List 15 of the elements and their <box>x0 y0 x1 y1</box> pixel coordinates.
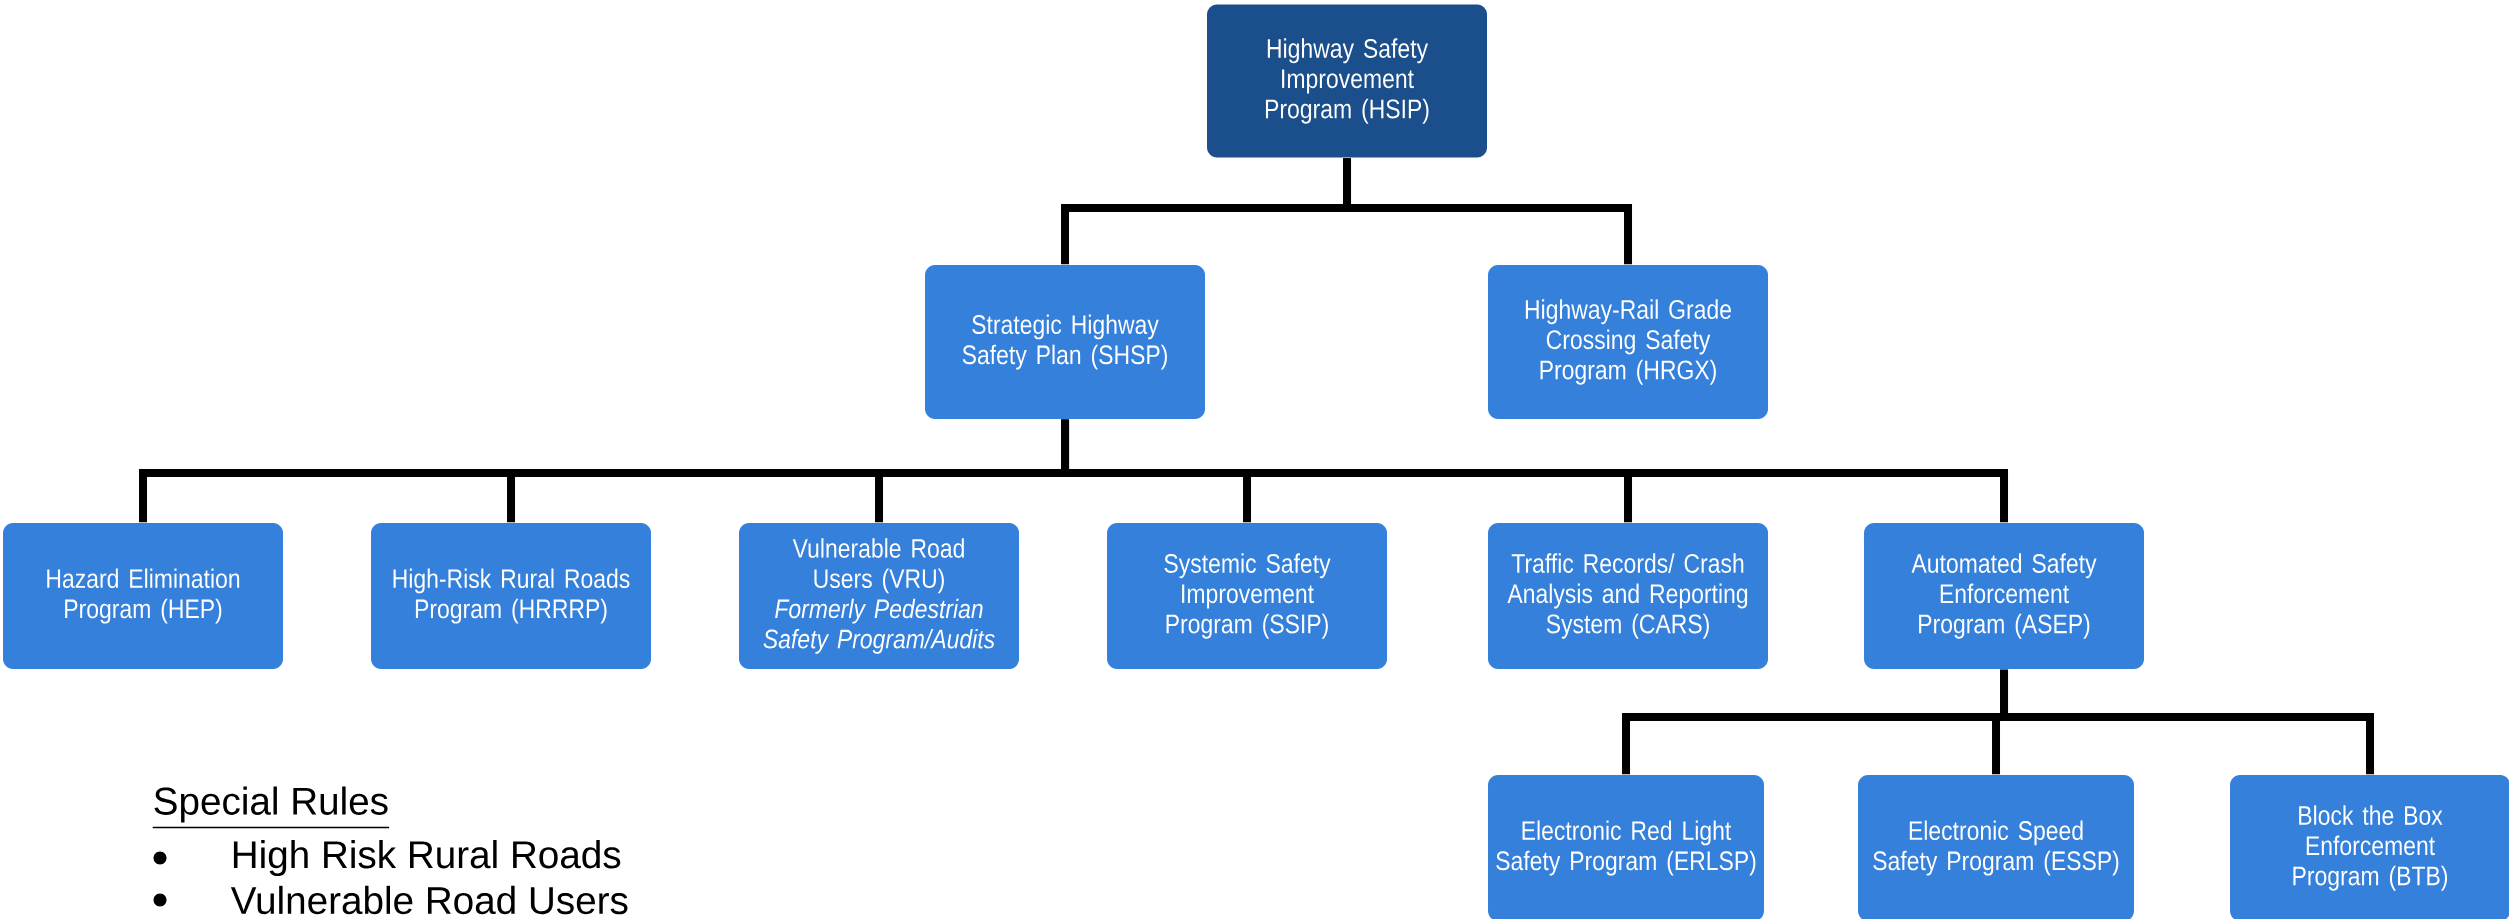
program-box: Strategic Highway Safety Plan (SHSP) <box>925 265 1205 419</box>
heading: Special Rules <box>152 786 390 829</box>
bullet-item: Vulnerable Road Users <box>230 885 628 915</box>
program-box: Electronic Red Light Safety Program (ERLSP) <box>1488 775 1764 919</box>
program-box: High-Risk Rural Roads Program (HRRRP) <box>371 523 651 669</box>
program-box: Vulnerable Road Users (VRU) Formerly Pedestrian Safety Program/Audits <box>739 523 1019 669</box>
bullet-item: High Risk Rural Roads <box>233 840 621 876</box>
program-box: Systemic Safety Improvement Program (SSIP) <box>1107 523 1387 669</box>
program-box: Traffic Records/ Crash Analysis and Reporting System (CARS) <box>1488 523 1768 669</box>
program-box: Hazard Elimination Program (HEP) <box>3 523 283 669</box>
program-box: Highway Safety Improvement Program (HSIP) <box>1207 4 1487 158</box>
program-box: Electronic Speed Safety Program (ESSP) <box>1858 775 2134 919</box>
program-box: Automated Safety Enforcement Program (ASEP) <box>1864 523 2144 669</box>
program-box: Highway-Rail Grade Crossing Safety Program (HRGX) <box>1488 265 1768 419</box>
program-box: Block the Box Enforcement Program (BTB) <box>2230 775 2509 919</box>
